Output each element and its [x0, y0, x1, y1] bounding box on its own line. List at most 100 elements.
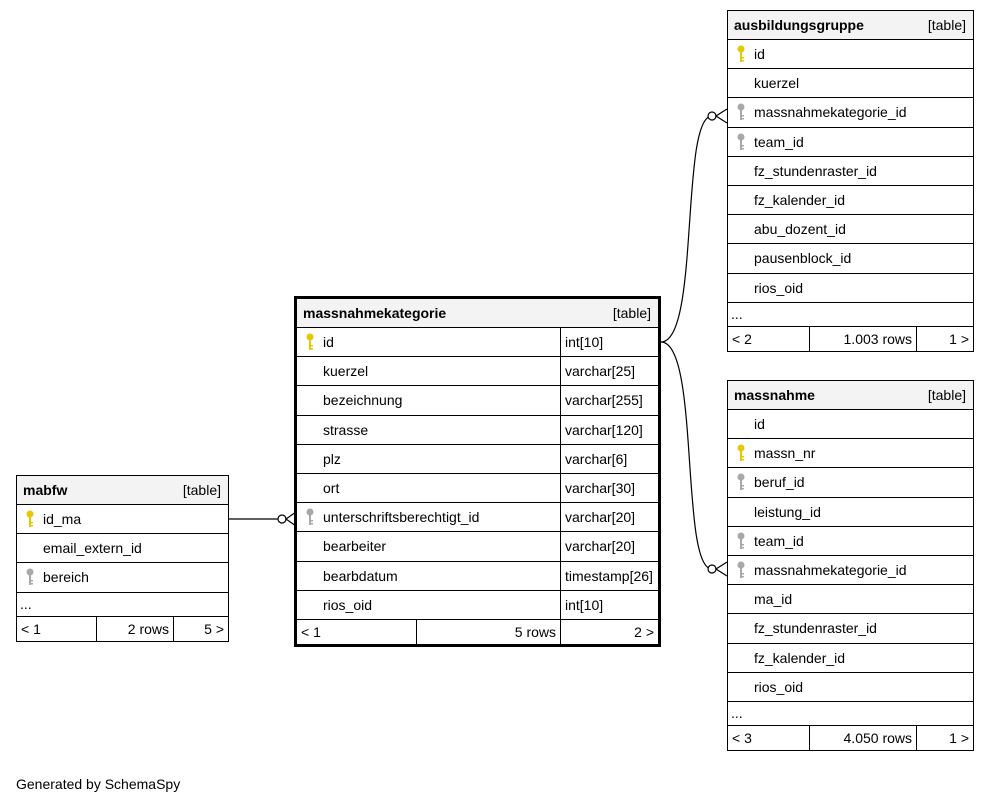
column-row[interactable]: leistung_id: [728, 498, 973, 527]
parents-link[interactable]: < 2: [728, 326, 810, 351]
table-name[interactable]: ausbildungsgruppe: [734, 17, 864, 33]
table-type-label: [table]: [612, 305, 651, 321]
column-name: ma_id: [754, 591, 793, 608]
foreign-key-icon: [737, 133, 745, 150]
key-slot: [17, 510, 43, 528]
table-header[interactable]: massnahme[table]: [728, 381, 973, 410]
column-cell: fz_kalender_id: [728, 644, 973, 672]
column-name: fz_kalender_id: [754, 192, 846, 209]
column-cell: bearbdatum: [297, 562, 560, 590]
column-row[interactable]: email_extern_id: [17, 534, 228, 564]
column-type: varchar[20]: [560, 532, 658, 561]
primary-key-icon: [737, 444, 745, 462]
column-cell: team_id: [728, 128, 973, 156]
column-cell: team_id: [728, 527, 973, 555]
table-header[interactable]: ausbildungsgruppe[table]: [728, 11, 973, 40]
column-name: fz_stundenraster_id: [754, 620, 877, 637]
column-row[interactable]: id_ma: [17, 505, 228, 535]
column-name: bezeichnung: [323, 392, 403, 409]
parents-link[interactable]: < 1: [297, 619, 417, 644]
table-name[interactable]: massnahmekategorie: [303, 305, 447, 321]
column-cell: abu_dozent_id: [728, 215, 973, 243]
row-count: 1.003 rows: [810, 326, 917, 351]
column-row[interactable]: fz_kalender_id: [728, 644, 973, 673]
column-type: varchar[6]: [560, 444, 658, 473]
column-row[interactable]: beruf_id: [728, 468, 973, 498]
row-count: 2 rows: [97, 616, 174, 641]
row-count: 4.050 rows: [810, 725, 917, 750]
table-name[interactable]: mabfw: [23, 482, 68, 498]
relation-massnahmekategorie-ausbildungsgruppe: [660, 108, 728, 343]
column-row[interactable]: kuerzel: [728, 69, 973, 99]
column-name: id: [323, 334, 334, 351]
key-slot: [297, 333, 323, 351]
column-name: unterschriftsberechtigt_id: [323, 509, 480, 526]
column-row[interactable]: team_id: [728, 128, 973, 157]
column-cell: unterschriftsberechtigt_id: [297, 503, 560, 531]
column-row[interactable]: bearbdatum timestamp[26]: [297, 561, 658, 591]
column-cell: pausenblock_id: [728, 244, 973, 272]
more-columns-indicator: ...: [17, 593, 228, 617]
column-name: kuerzel: [323, 363, 369, 380]
parents-link[interactable]: < 1: [17, 616, 97, 641]
column-name: massn_nr: [754, 445, 816, 462]
column-name: email_extern_id: [43, 540, 142, 557]
column-row[interactable]: fz_kalender_id: [728, 186, 973, 216]
column-type: timestamp[26]: [560, 561, 658, 590]
column-row[interactable]: fz_stundenraster_id: [728, 614, 973, 644]
children-link[interactable]: 1 >: [949, 729, 969, 746]
primary-key-icon: [306, 333, 314, 351]
column-row[interactable]: massnahmekategorie_id: [728, 98, 973, 128]
column-row[interactable]: id: [728, 410, 973, 440]
key-slot: [728, 561, 754, 579]
foreign-key-icon: [26, 568, 34, 586]
column-row[interactable]: bereich: [17, 563, 228, 593]
column-row[interactable]: abu_dozent_id: [728, 215, 973, 245]
primary-key-icon: [737, 45, 745, 63]
column-row[interactable]: pausenblock_id: [728, 244, 973, 274]
table-header[interactable]: massnahmekategorie [table]: [297, 299, 658, 328]
table-type-label: [table]: [182, 482, 221, 498]
column-row[interactable]: team_id: [728, 527, 973, 556]
column-cell: rios_oid: [728, 274, 973, 302]
parents-link[interactable]: < 3: [728, 725, 810, 750]
column-name: bearbdatum: [323, 567, 398, 584]
foreign-key-icon: [737, 473, 745, 491]
column-name: kuerzel: [754, 75, 800, 92]
column-name: strasse: [323, 421, 369, 438]
column-cell: massnahmekategorie_id: [728, 98, 973, 126]
column-row[interactable]: fz_stundenraster_id: [728, 157, 973, 186]
column-row[interactable]: massnahmekategorie_id: [728, 556, 973, 586]
column-row[interactable]: rios_oid: [728, 274, 973, 303]
column-row[interactable]: id: [728, 40, 973, 70]
children-link[interactable]: 2 >: [634, 623, 654, 640]
table-name[interactable]: massnahme: [734, 387, 815, 403]
children-link[interactable]: 5 >: [204, 620, 224, 637]
key-slot: [728, 133, 754, 151]
column-cell: rios_oid: [297, 591, 560, 619]
column-row[interactable]: ma_id: [728, 585, 973, 615]
table-ausbildungsgruppe[interactable]: ausbildungsgruppe[table]id kuerzel massnah…: [727, 10, 974, 352]
column-row[interactable]: rios_oid: [728, 673, 973, 702]
column-cell: strasse: [297, 416, 560, 444]
column-name: massnahmekategorie_id: [754, 104, 907, 121]
primary-key-icon: [26, 510, 34, 528]
children-link[interactable]: 1 >: [949, 330, 969, 347]
column-row[interactable]: massn_nr: [728, 439, 973, 469]
table-header[interactable]: mabfw [table]: [17, 476, 228, 505]
key-slot: [728, 103, 754, 121]
